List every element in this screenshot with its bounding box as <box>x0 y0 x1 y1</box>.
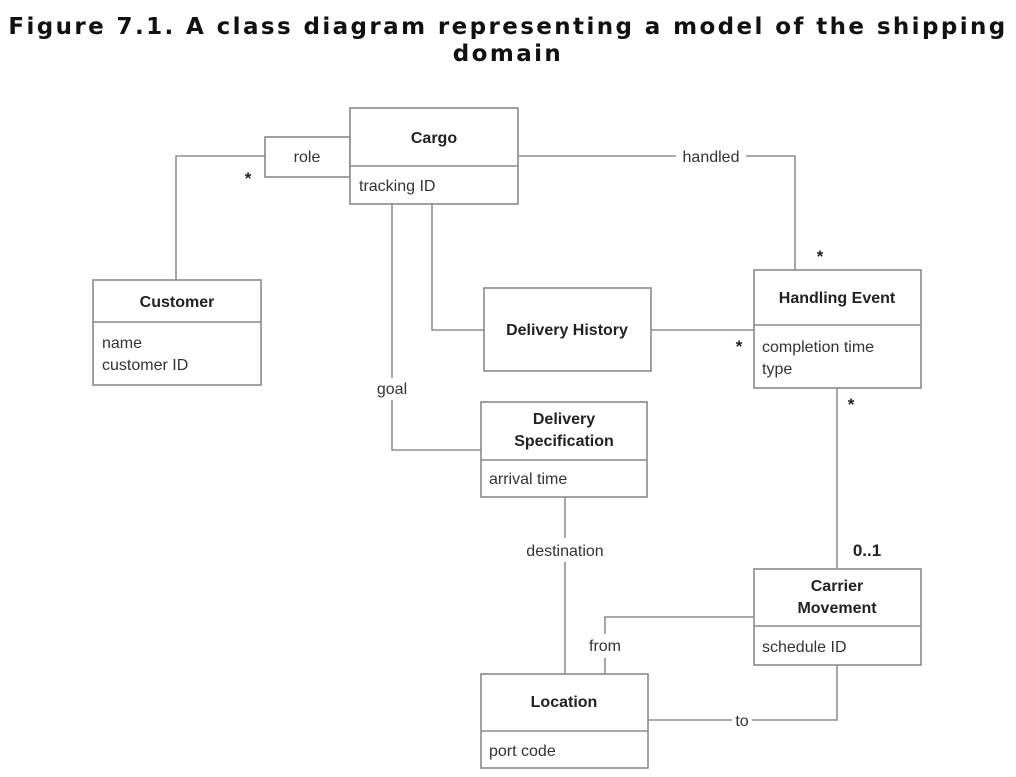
class-attribute: tracking ID <box>359 178 435 195</box>
class-attribute: name <box>102 335 142 352</box>
class-attribute: arrival time <box>489 471 567 488</box>
class-attribute: port code <box>489 743 556 760</box>
class-name-line-2: Specification <box>514 433 614 450</box>
multiplicity-event-side: * <box>848 395 855 414</box>
association-label-to: to <box>735 713 748 730</box>
figure-title-line-1: Figure 7.1. A class diagram representing… <box>8 14 1008 40</box>
class-name: Customer <box>140 294 215 311</box>
association-label-goal: goal <box>377 381 407 398</box>
multiplicity-customer-role: * <box>245 169 252 188</box>
association-line-to <box>648 665 838 721</box>
association-line-goal <box>391 204 481 451</box>
class-name: Location <box>531 694 598 711</box>
class-delivery-history[interactable]: Delivery History <box>483 287 652 372</box>
association-line-from <box>604 616 754 674</box>
multiplicity-movement-side: 0..1 <box>853 541 881 560</box>
class-carrier-movement[interactable]: Carrier Movement schedule ID <box>753 568 922 666</box>
class-handling-event[interactable]: Handling Event completion time type <box>753 269 922 389</box>
class-name: Cargo <box>411 130 457 147</box>
class-name: Delivery History <box>506 322 628 339</box>
figure-title-line-2: domain <box>452 41 564 67</box>
class-attribute: type <box>762 361 792 378</box>
class-name-line-1: Carrier <box>811 578 863 595</box>
association-label-handled: handled <box>683 149 740 166</box>
class-attribute: customer ID <box>102 357 188 374</box>
class-attribute: schedule ID <box>762 639 847 656</box>
association-line-customer-role <box>175 155 265 280</box>
figure-title: Figure 7.1. A class diagram representing… <box>0 14 1016 68</box>
class-delivery-specification[interactable]: Delivery Specification arrival time <box>480 401 648 498</box>
association-label-destination: destination <box>526 543 603 560</box>
class-location[interactable]: Location port code <box>480 673 649 769</box>
association-line-handled <box>518 155 796 270</box>
qualifier-role-label: role <box>294 149 321 166</box>
class-name-line-2: Movement <box>797 600 877 617</box>
class-name: Handling Event <box>779 290 896 307</box>
class-name-line-1: Delivery <box>533 411 595 428</box>
multiplicity-history-events: * <box>736 337 743 356</box>
class-cargo[interactable]: Cargo tracking ID <box>349 107 519 205</box>
association-line-cargo-history <box>431 204 484 331</box>
qualifier-role: role <box>264 136 351 178</box>
class-attribute: completion time <box>762 339 874 356</box>
class-customer[interactable]: Customer name customer ID <box>92 279 262 386</box>
multiplicity-handled-event: * <box>817 247 824 266</box>
association-label-from: from <box>589 638 621 655</box>
